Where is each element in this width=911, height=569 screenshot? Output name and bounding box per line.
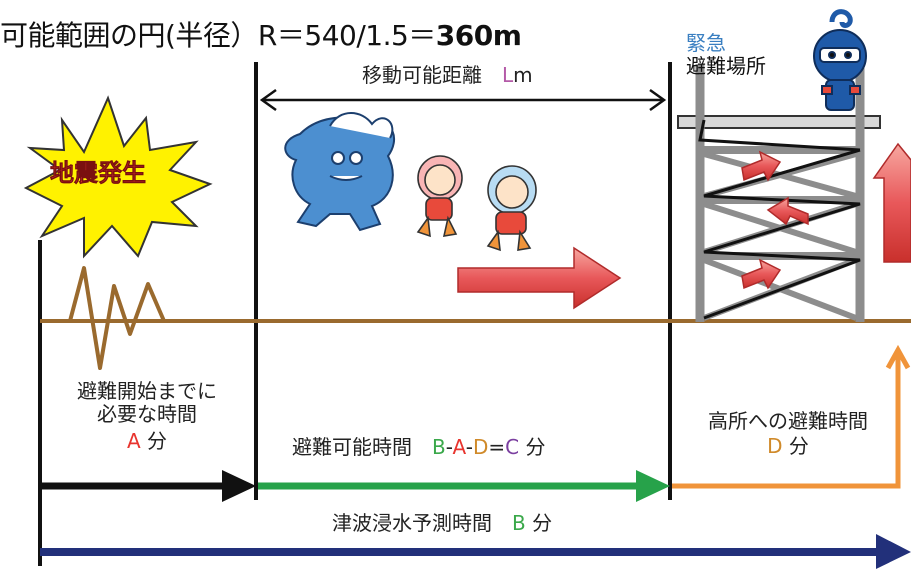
shelter-label-line2: 避難場所 — [686, 54, 766, 78]
radius-formula-prefix: 可能範囲の円(半径）R＝540/1.5＝ — [0, 19, 436, 52]
evac-time-unit: 分 — [519, 435, 546, 459]
tsunami-time-var: B — [512, 511, 526, 535]
prep-time-line1: 避難開始までに — [77, 379, 217, 403]
tsunami-time-label: 津波浸水予測時間 B 分 — [332, 512, 552, 535]
arrow-high-place-time — [672, 344, 911, 489]
movable-distance-prefix: 移動可能距離 — [362, 63, 502, 87]
earthquake-burst-shape — [23, 95, 213, 259]
radius-result: 360m — [435, 19, 522, 52]
arrow-evac-time — [258, 470, 670, 502]
evac-var-B: B — [432, 435, 446, 459]
radius-formula: 可能範囲の円(半径）R＝540/1.5＝360m — [0, 19, 522, 52]
movable-distance-label: 移動可能距離 Lm — [362, 64, 533, 87]
distance-arrow — [259, 88, 667, 112]
evac-time-label: 避難可能時間 B-A-D=C 分 — [292, 436, 545, 459]
evac-dash-1: - — [445, 435, 453, 459]
prep-time-var: A — [126, 429, 141, 453]
tower-red-arrows — [741, 150, 809, 290]
run-arrow-red — [457, 246, 622, 310]
prep-time-unit: 分 — [147, 429, 168, 453]
evac-time-text: 避難可能時間 — [292, 435, 432, 459]
evac-var-C: C — [505, 435, 520, 459]
high-place-time-unit: 分 — [788, 434, 809, 458]
high-place-time-text: 高所への避難時間 — [708, 409, 868, 433]
evac-dash-2: - — [465, 435, 473, 459]
high-place-time-var: D — [767, 434, 783, 458]
high-place-time-label: 高所への避難時間 D 分 — [678, 410, 898, 458]
child-1 — [416, 155, 463, 238]
evac-eq: = — [488, 435, 506, 459]
prep-time-label: 避難開始までに 必要な時間 A 分 — [52, 380, 242, 453]
shelter-label-line1: 緊急 — [686, 31, 726, 55]
evac-var-A: A — [452, 435, 466, 459]
evac-var-D: D — [472, 435, 489, 459]
shelter-label: 緊急 避難場所 — [686, 32, 766, 78]
tsunami-time-unit: 分 — [532, 511, 553, 535]
seismic-wave — [40, 266, 200, 370]
child-2 — [486, 165, 537, 252]
mascot — [813, 9, 867, 111]
movable-distance-unit: m — [513, 63, 533, 87]
movable-distance-var: L — [502, 63, 514, 87]
arrow-tsunami-time — [40, 534, 911, 569]
evacuation-tower — [677, 64, 881, 322]
prep-time-line2: 必要な時間 — [97, 402, 197, 426]
earthquake-label: 地震発生 — [50, 159, 147, 187]
arrow-prep-time — [40, 470, 256, 502]
tsunami-time-text: 津波浸水予測時間 — [332, 511, 512, 535]
tsunami-monster — [284, 112, 396, 232]
up-arrow-red — [872, 142, 911, 263]
